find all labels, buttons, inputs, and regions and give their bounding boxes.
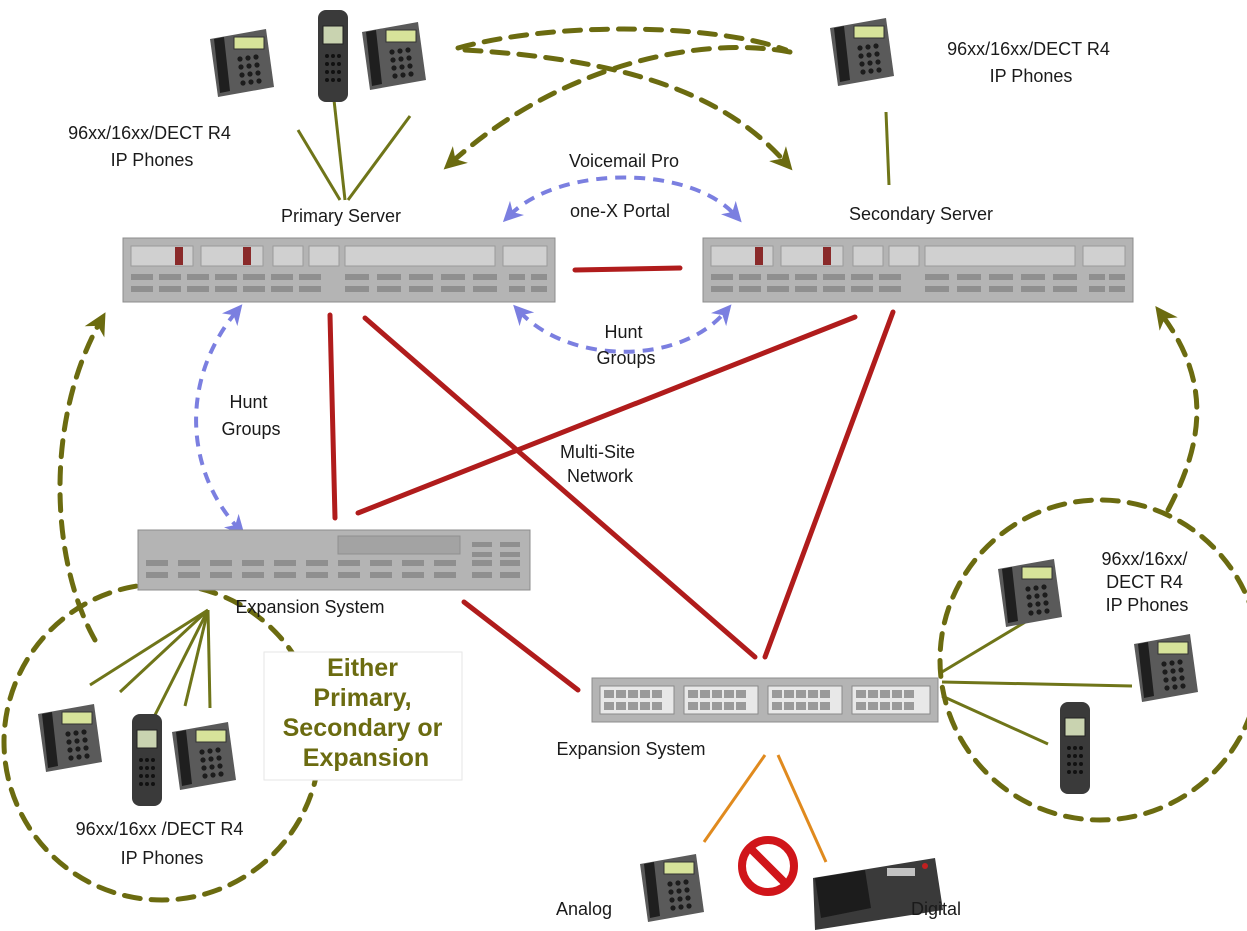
one-x-portal-label: one-X Portal (570, 201, 670, 221)
hunt-groups-top-label: Hunt Groups (596, 322, 655, 368)
desk-phone-icon (361, 21, 427, 91)
right-phones-label: 96xx/16xx/ DECT R4 IP Phones (1101, 549, 1192, 615)
analog-digital-phones (639, 836, 943, 930)
expansion-system-left (137, 529, 531, 591)
phone-links (89, 99, 1133, 746)
dect-handset-icon (317, 9, 349, 103)
digital-phone-icon (813, 858, 943, 930)
no-entry-icon (738, 836, 798, 896)
either-callout-box (263, 651, 463, 781)
secondary-phones-label: 96xx/16xx/DECT R4 IP Phones (947, 39, 1115, 86)
expansion-system-right (591, 677, 939, 723)
hunt-groups-left-label: Hunt Groups (221, 392, 280, 439)
expansion-system-left-label: Expansion System (235, 597, 384, 617)
digital-label: Digital (911, 899, 961, 919)
voicemail-pro-label: Voicemail Pro (569, 151, 679, 171)
secondary-phone-group (829, 17, 895, 87)
dect-handset-icon (1059, 701, 1091, 795)
multi-site-network-label: Multi-Site Network (560, 442, 640, 486)
desk-phone-icon (171, 721, 237, 791)
primary-phones-label: 96xx/16xx/DECT R4 IP Phones (68, 123, 236, 170)
desk-phone-icon (209, 28, 275, 98)
analog-label: Analog (556, 899, 612, 919)
expansion-system-right-label: Expansion System (556, 739, 705, 759)
desk-phone-icon (997, 558, 1063, 628)
desk-phone-icon (639, 853, 705, 923)
failover-arrows (1, 26, 1247, 903)
left-phone-group (37, 703, 237, 807)
secondary-server-label: Secondary Server (849, 204, 993, 224)
left-phones-label: 96xx/16xx /DECT R4 IP Phones (76, 819, 249, 868)
primary-phone-group (209, 9, 427, 103)
multi-site-links (327, 265, 896, 693)
either-primary-secondary-expansion-label: Either Primary, Secondary or Expansion (283, 654, 450, 772)
secondary-server (702, 237, 1134, 303)
resilience-arrows (194, 175, 742, 536)
primary-server-label: Primary Server (281, 206, 401, 226)
primary-server (122, 237, 556, 303)
dect-handset-icon (131, 713, 163, 807)
desk-phone-icon (829, 17, 895, 87)
analog-digital-links (702, 754, 828, 863)
desk-phone-icon (1133, 633, 1199, 703)
desk-phone-icon (37, 703, 103, 773)
